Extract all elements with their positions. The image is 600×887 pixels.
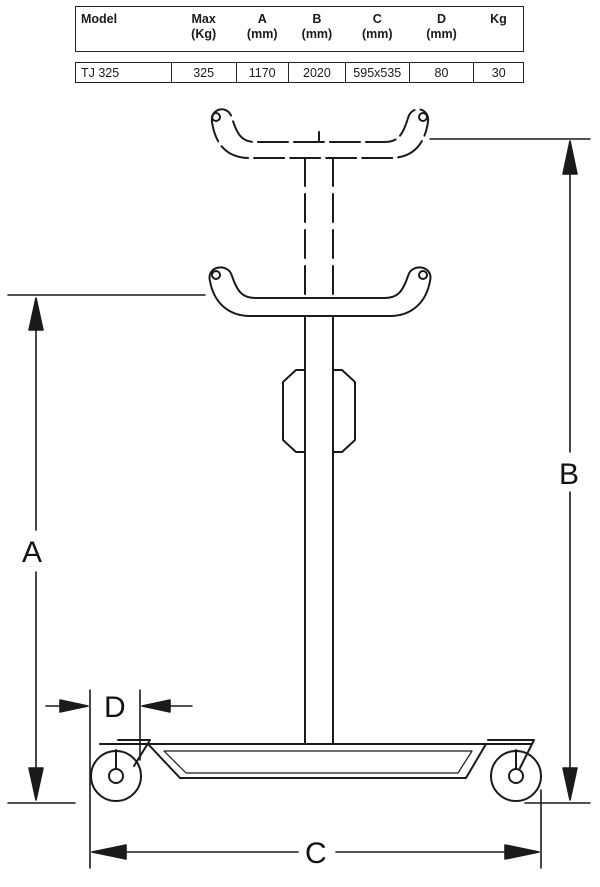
left-caster-wheel [90, 739, 151, 802]
dimension-b [429, 138, 591, 804]
cell-d: 80 [408, 62, 475, 83]
cell-kg: 30 [473, 62, 524, 83]
extended-post [304, 157, 334, 297]
header-a: A(mm) [246, 12, 278, 41]
header-max: Max(Kg) [191, 12, 217, 41]
spec-table: Model Max(Kg) A(mm) B(mm) C(mm) D(mm) Kg… [75, 6, 524, 83]
header-d: D(mm) [426, 12, 457, 41]
dimension-b-label: B [559, 458, 579, 491]
base-frame [147, 743, 487, 779]
saddle-top-right-hole [418, 112, 428, 122]
dimension-d-label: D [104, 691, 126, 724]
retracted-saddle [208, 266, 432, 317]
cell-b: 2020 [287, 62, 347, 83]
dimension-a-label: A [22, 536, 42, 569]
dimension-c [89, 689, 542, 869]
right-caster-wheel [481, 739, 542, 802]
spec-row-tj325: TJ 325 325 1170 2020 595x535 80 30 [75, 62, 524, 83]
header-c: C(mm) [362, 12, 393, 41]
cell-max: 325 [170, 62, 237, 83]
saddle-top-left-hole [211, 112, 221, 122]
cell-c: 595x535 [345, 62, 410, 83]
header-model: Model [81, 12, 118, 26]
cell-model: TJ 325 [75, 62, 172, 83]
extended-saddle [210, 108, 430, 159]
dimension-d [45, 689, 193, 761]
saddle-left-hole [211, 270, 221, 280]
header-kg: Kg [490, 12, 507, 26]
saddle-right-hole [418, 270, 428, 280]
main-post [304, 315, 334, 744]
dimension-c-label: C [305, 837, 327, 870]
spec-header-row: Model Max(Kg) A(mm) B(mm) C(mm) D(mm) Kg [75, 6, 524, 52]
dimension-a [7, 294, 206, 804]
cell-a: 1170 [235, 62, 289, 83]
hydraulic-block [282, 369, 356, 453]
header-b: B(mm) [301, 12, 333, 41]
